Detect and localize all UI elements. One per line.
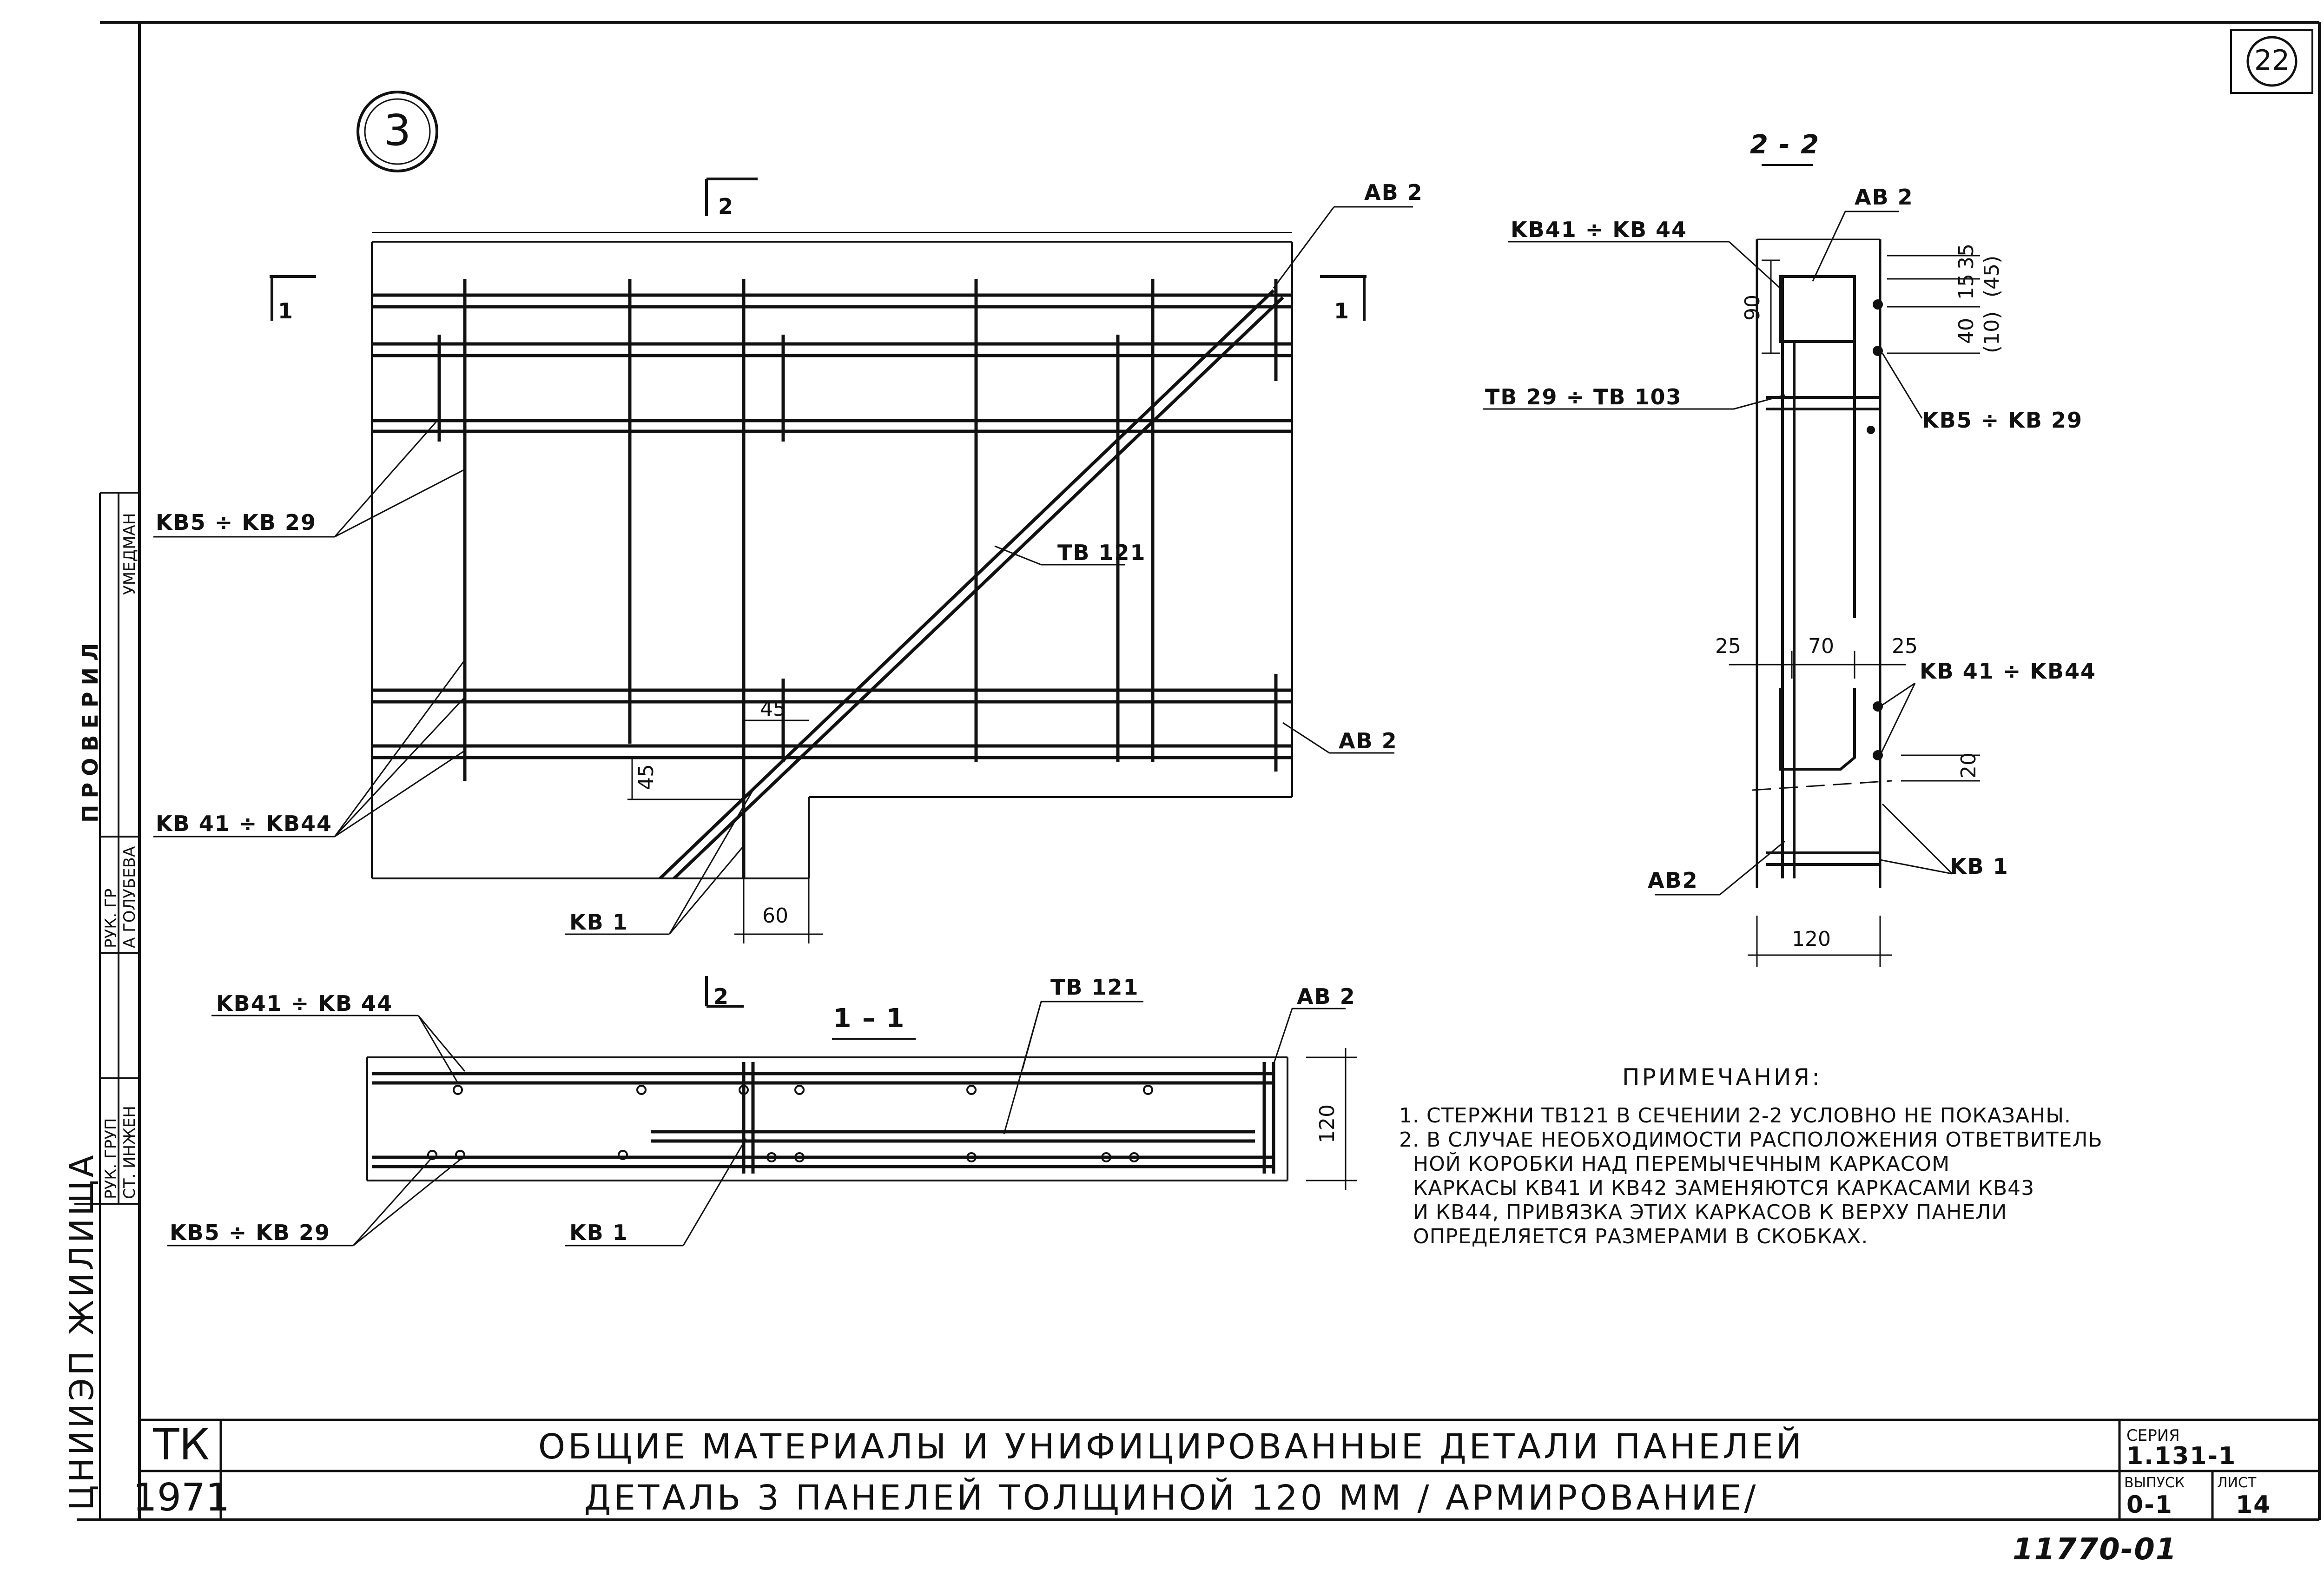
s22-dim-90: 90 [1741, 295, 1764, 321]
s22-label-kv5-kv29: KB5 ÷ KB 29 [1922, 408, 2083, 433]
horizontal-bars [372, 293, 1292, 759]
s22-label-kv1: KB 1 [1950, 854, 2009, 879]
s11-label-kv5-kv29: KB5 ÷ KB 29 [170, 1220, 330, 1245]
stamp-role-1: РУК. ГРУП [102, 1118, 120, 1200]
title-block: ТК 1971 ОБЩИЕ МАТЕРИАЛЫ И УНИФИЦИРОВАННЫ… [133, 1418, 2319, 1520]
sheet-frame [77, 21, 2321, 1521]
section-mark-1-left: 1 [278, 298, 294, 323]
plan-view: 2 1 1 2 45 45 60 AB 2 AB 2 TB 121 KB5 ÷ … [153, 178, 1423, 1009]
section-mark-2-top: 2 [718, 194, 734, 219]
note-line-5: И КВ44, ПРИВЯЗКА ЭТИХ КАРКАСОВ К ВЕРХУ П… [1413, 1201, 2007, 1224]
plan-label-kv41-kv44: KB 41 ÷ KB44 [156, 811, 332, 836]
s22-dim-70: 70 [1808, 634, 1834, 658]
series-value: 1.131-1 [2126, 1442, 2236, 1470]
section-marks [270, 178, 1367, 1008]
sheet-label: ЛИСТ [2217, 1475, 2257, 1491]
stamp-role-2: СТ. ИНЖЕН [120, 1106, 139, 1199]
issue-label: ВЫПУСК [2124, 1475, 2185, 1491]
stamp-role-3: РУК. ГР [102, 889, 120, 948]
s22-dim-120: 120 [1792, 927, 1831, 951]
section-mark-2-bottom: 2 [713, 984, 729, 1009]
stamp-name: УМЕДМАН [120, 513, 139, 595]
s11-dim-120: 120 [1315, 1104, 1339, 1143]
s22-dim-20: 20 [1957, 752, 1981, 778]
section-1-1: 1 – 1 [167, 975, 1357, 1247]
plan-label-kv1: KB 1 [569, 910, 628, 935]
side-stamp: РУК. ГРУП СТ. ИНЖЕН РУК. ГР А ГОЛУБЕВА П… [63, 492, 139, 1520]
s22-dim-35: 35 [1954, 244, 1978, 270]
s22-label-tb29-tb103: TB 29 ÷ TB 103 [1485, 384, 1682, 409]
s11-label-kv1: KB 1 [569, 1220, 628, 1245]
note-line-4: КАРКАСЫ КВ41 И КВ42 ЗАМЕНЯЮТСЯ КАРКАСАМИ… [1413, 1176, 2034, 1200]
stamp-organization: ЦНИИЭП ЖИЛИЩА [63, 1152, 101, 1511]
s22-dim-15: 15 [1954, 274, 1978, 300]
note-line-1: 1. СТЕРЖНИ ТВ121 В СЕЧЕНИИ 2-2 УСЛОВНО Н… [1399, 1104, 2071, 1128]
s22-label-kv41-kv44-top: KB41 ÷ KB 44 [1511, 217, 1687, 242]
plan-dim-45-horizontal: 45 [760, 697, 786, 721]
issue-value: 0-1 [2126, 1491, 2173, 1519]
s11-label-ab2: AB 2 [1297, 984, 1356, 1009]
section-2-2: 2 - 2 [1483, 130, 2096, 967]
note-line-3: НОЙ КОРОБКИ НАД ПЕРЕМЫЧЕЧНЫМ КАРКАСОМ [1413, 1151, 1950, 1176]
s22-label-kv41-kv44-mid: KB 41 ÷ KB44 [1920, 659, 2096, 684]
stamp-role-4: А ГОЛУБЕВА [120, 846, 139, 948]
plan-label-ab2-top: AB 2 [1364, 180, 1423, 205]
title-year: 1971 [133, 1476, 230, 1520]
section-2-2-title: 2 - 2 [1750, 130, 1820, 160]
section-1-1-title: 1 – 1 [833, 1003, 905, 1034]
s22-label-ab2-top: AB 2 [1855, 185, 1914, 210]
detail-number: 3 [384, 106, 411, 155]
s22-dim-45: (45) [1980, 256, 2004, 297]
notes-heading: ПРИМЕЧАНИЯ: [1622, 1064, 1822, 1091]
vertical-bars [437, 279, 1278, 878]
s22-dim-25-left: 25 [1715, 634, 1741, 658]
diagonal-bar-tb121 [659, 289, 1284, 880]
note-line-6: ОПРЕДЕЛЯЕТСЯ РАЗМЕРАМИ В СКОБКАХ. [1413, 1225, 1868, 1248]
s22-dim-25-right: 25 [1892, 634, 1918, 658]
sheet-number: 22 [2254, 44, 2290, 77]
s22-dim-40: 40 [1954, 318, 1978, 344]
plan-label-ab2-bottom: AB 2 [1339, 728, 1398, 753]
s22-label-ab2-bottom: AB2 [1648, 868, 1698, 893]
series-label: СЕРИЯ [2126, 1426, 2180, 1445]
plan-dim-45-vertical: 45 [634, 764, 658, 790]
archive-number: 11770-01 [2013, 1532, 2177, 1567]
detail-number-badge: 3 [357, 91, 438, 172]
sheet-number-badge: 22 [2230, 29, 2313, 94]
section-mark-1-right: 1 [1334, 298, 1350, 323]
note-line-2: 2. В СЛУЧАЕ НЕОБХОДИМОСТИ РАСПОЛОЖЕНИЯ О… [1399, 1128, 2103, 1152]
s11-label-tb121: TB 121 [1050, 975, 1139, 1000]
stamp-checked: ПРОВЕРИЛ [78, 637, 103, 823]
title-line-1: ОБЩИЕ МАТЕРИАЛЫ И УНИФИЦИРОВАННЫЕ ДЕТАЛИ… [538, 1426, 1804, 1467]
sheet-value: 14 [2236, 1491, 2271, 1519]
s22-dim-10: (10) [1980, 311, 2004, 353]
plan-label-tb121: TB 121 [1057, 540, 1146, 565]
s11-label-kv41-kv44: KB41 ÷ KB 44 [216, 991, 393, 1016]
plan-label-kv5-kv29: KB5 ÷ KB 29 [156, 510, 317, 535]
title-tk: ТК [152, 1420, 210, 1470]
title-line-2: ДЕТАЛЬ 3 ПАНЕЛЕЙ ТОЛЩИНОЙ 120 ММ / АРМИР… [584, 1477, 1759, 1518]
notes: ПРИМЕЧАНИЯ: 1. СТЕРЖНИ ТВ121 В СЕЧЕНИИ 2… [1399, 1064, 2103, 1248]
plan-dim-60: 60 [762, 904, 788, 928]
